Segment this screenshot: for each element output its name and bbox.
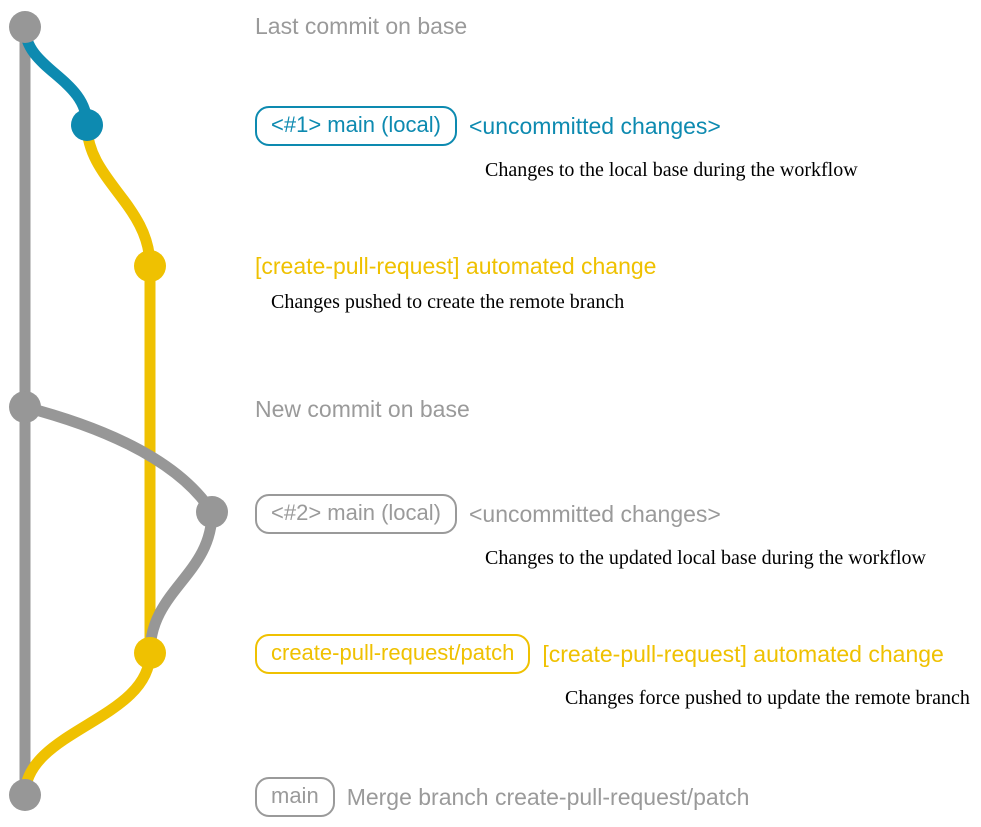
commit-headline-local-uncommitted-1: <uncommitted changes> [468,112,721,139]
commit-node-last-commit-on-base [9,11,41,43]
branch-pill-local-2[interactable]: <#2> main (local) [255,494,457,534]
commit-headline-new-commit-on-base: New commit on base [255,396,470,422]
commit-row-local-uncommitted-2: <#2> main (local) <uncommitted changes> … [255,494,926,568]
commit-subline-local-uncommitted-2: Changes to the updated local base during… [485,547,926,569]
commit-node-new-commit-on-base [9,391,41,423]
commit-node-automated-change-2 [134,637,166,669]
commit-headline-last-commit-on-base: Last commit on base [255,13,468,39]
commit-row-merge-commit: main Merge branch create-pull-request/pa… [255,777,749,817]
branch-pill-main[interactable]: main [255,777,335,817]
branch-pill-local-1[interactable]: <#1> main (local) [255,106,457,146]
commit-subline-local-uncommitted-1: Changes to the local base during the wor… [485,159,858,181]
commit-headline-merge-commit: Merge branch create-pull-request/patch [346,783,750,810]
local-branch-line-1 [19,21,93,131]
commit-row-local-uncommitted-1: <#1> main (local) <uncommitted changes> … [255,106,858,180]
commit-row-new-commit-on-base: New commit on base [255,398,470,421]
commit-headline-local-uncommitted-2: <uncommitted changes> [468,500,721,527]
commit-node-local-uncommitted-2 [196,496,228,528]
commit-subline-automated-change-1: Changes pushed to create the remote bran… [271,291,625,313]
updated-local-to-patch-line [144,506,218,659]
commit-subline-automated-change-2: Changes force pushed to update the remot… [565,687,970,709]
commit-node-merge-commit [9,779,41,811]
commit-row-automated-change-1: [create-pull-request] automated change C… [255,253,657,313]
updated-local-branch-line [19,401,218,518]
commit-row-last-commit-on-base: Last commit on base [255,15,467,38]
commit-headline-automated-change-2: [create-pull-request] automated change [542,640,944,667]
commit-headline-automated-change-1: [create-pull-request] automated change [255,253,657,279]
patch-merge-line [19,647,156,801]
commit-node-local-uncommitted-1 [71,109,103,141]
branch-pill-patch[interactable]: create-pull-request/patch [255,634,531,674]
patch-branch-line-1 [81,119,156,659]
commit-node-automated-change-1 [134,250,166,282]
commit-row-automated-change-2: create-pull-request/patch [create-pull-r… [255,634,970,708]
